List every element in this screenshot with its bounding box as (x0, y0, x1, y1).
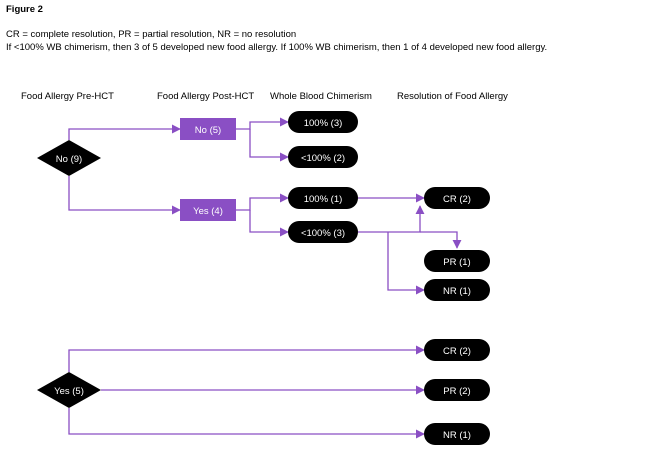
edge-post-no-to-100 (236, 117, 289, 130)
node-no-lt100: <100% (2) (288, 146, 358, 168)
node-post-no: No (5) (180, 118, 236, 140)
node-res-pr: PR (1) (424, 250, 490, 272)
edge-post-yes-to-100 (236, 193, 289, 211)
header-resolution: Resolution of Food Allergy (397, 91, 508, 102)
node-post-no-label: No (5) (195, 125, 221, 136)
edge-lt100-to-pr (420, 231, 462, 249)
node-yes-lt100-label: <100% (3) (301, 228, 345, 239)
edge-lt100-to-nr (387, 232, 425, 295)
node-yes-lt100: <100% (3) (288, 221, 358, 243)
node-yes-nr-label: NR (1) (443, 430, 471, 441)
node-yes-cr: CR (2) (424, 339, 490, 361)
node-no-100: 100% (3) (288, 111, 358, 133)
header-pre-hct: Food Allergy Pre-HCT (21, 91, 114, 102)
node-res-cr: CR (2) (424, 187, 490, 209)
edge-pre-yes-to-cr (68, 345, 425, 372)
node-yes-pr: PR (2) (424, 379, 490, 401)
chimerism-note: If <100% WB chimerism, then 3 of 5 devel… (6, 42, 548, 53)
node-yes-nr: NR (1) (424, 423, 490, 445)
edge-pre-yes-to-nr (68, 408, 425, 439)
node-pre-yes: Yes (5) (37, 372, 101, 408)
edge-post-no-to-lt100 (249, 129, 289, 162)
node-res-pr-label: PR (1) (443, 257, 470, 268)
node-no-lt100-label: <100% (2) (301, 153, 345, 164)
node-yes-100: 100% (1) (288, 187, 358, 209)
node-pre-no-label: No (9) (56, 154, 82, 165)
abbreviation-legend: CR = complete resolution, PR = partial r… (6, 29, 297, 40)
node-post-yes-label: Yes (4) (193, 206, 223, 217)
figure-title: Figure 2 (6, 4, 43, 15)
node-res-cr-label: CR (2) (443, 194, 471, 205)
edge-pre-no-to-post-yes (68, 176, 181, 215)
header-post-hct: Food Allergy Post-HCT (157, 91, 255, 102)
node-yes-pr-label: PR (2) (443, 386, 470, 397)
node-yes-100-label: 100% (1) (304, 194, 343, 205)
connectors (68, 117, 462, 439)
node-res-nr-label: NR (1) (443, 286, 471, 297)
header-chimerism: Whole Blood Chimerism (270, 91, 372, 102)
node-pre-yes-label: Yes (5) (54, 386, 84, 397)
edge-pre-no-to-post-no (68, 124, 181, 140)
edge-post-yes-to-lt100 (249, 210, 289, 237)
node-post-yes: Yes (4) (180, 199, 236, 221)
node-no-100-label: 100% (3) (304, 118, 343, 129)
node-pre-no: No (9) (37, 140, 101, 176)
edge-lt100-to-cr (358, 205, 425, 233)
node-yes-cr-label: CR (2) (443, 346, 471, 357)
node-res-nr: NR (1) (424, 279, 490, 301)
